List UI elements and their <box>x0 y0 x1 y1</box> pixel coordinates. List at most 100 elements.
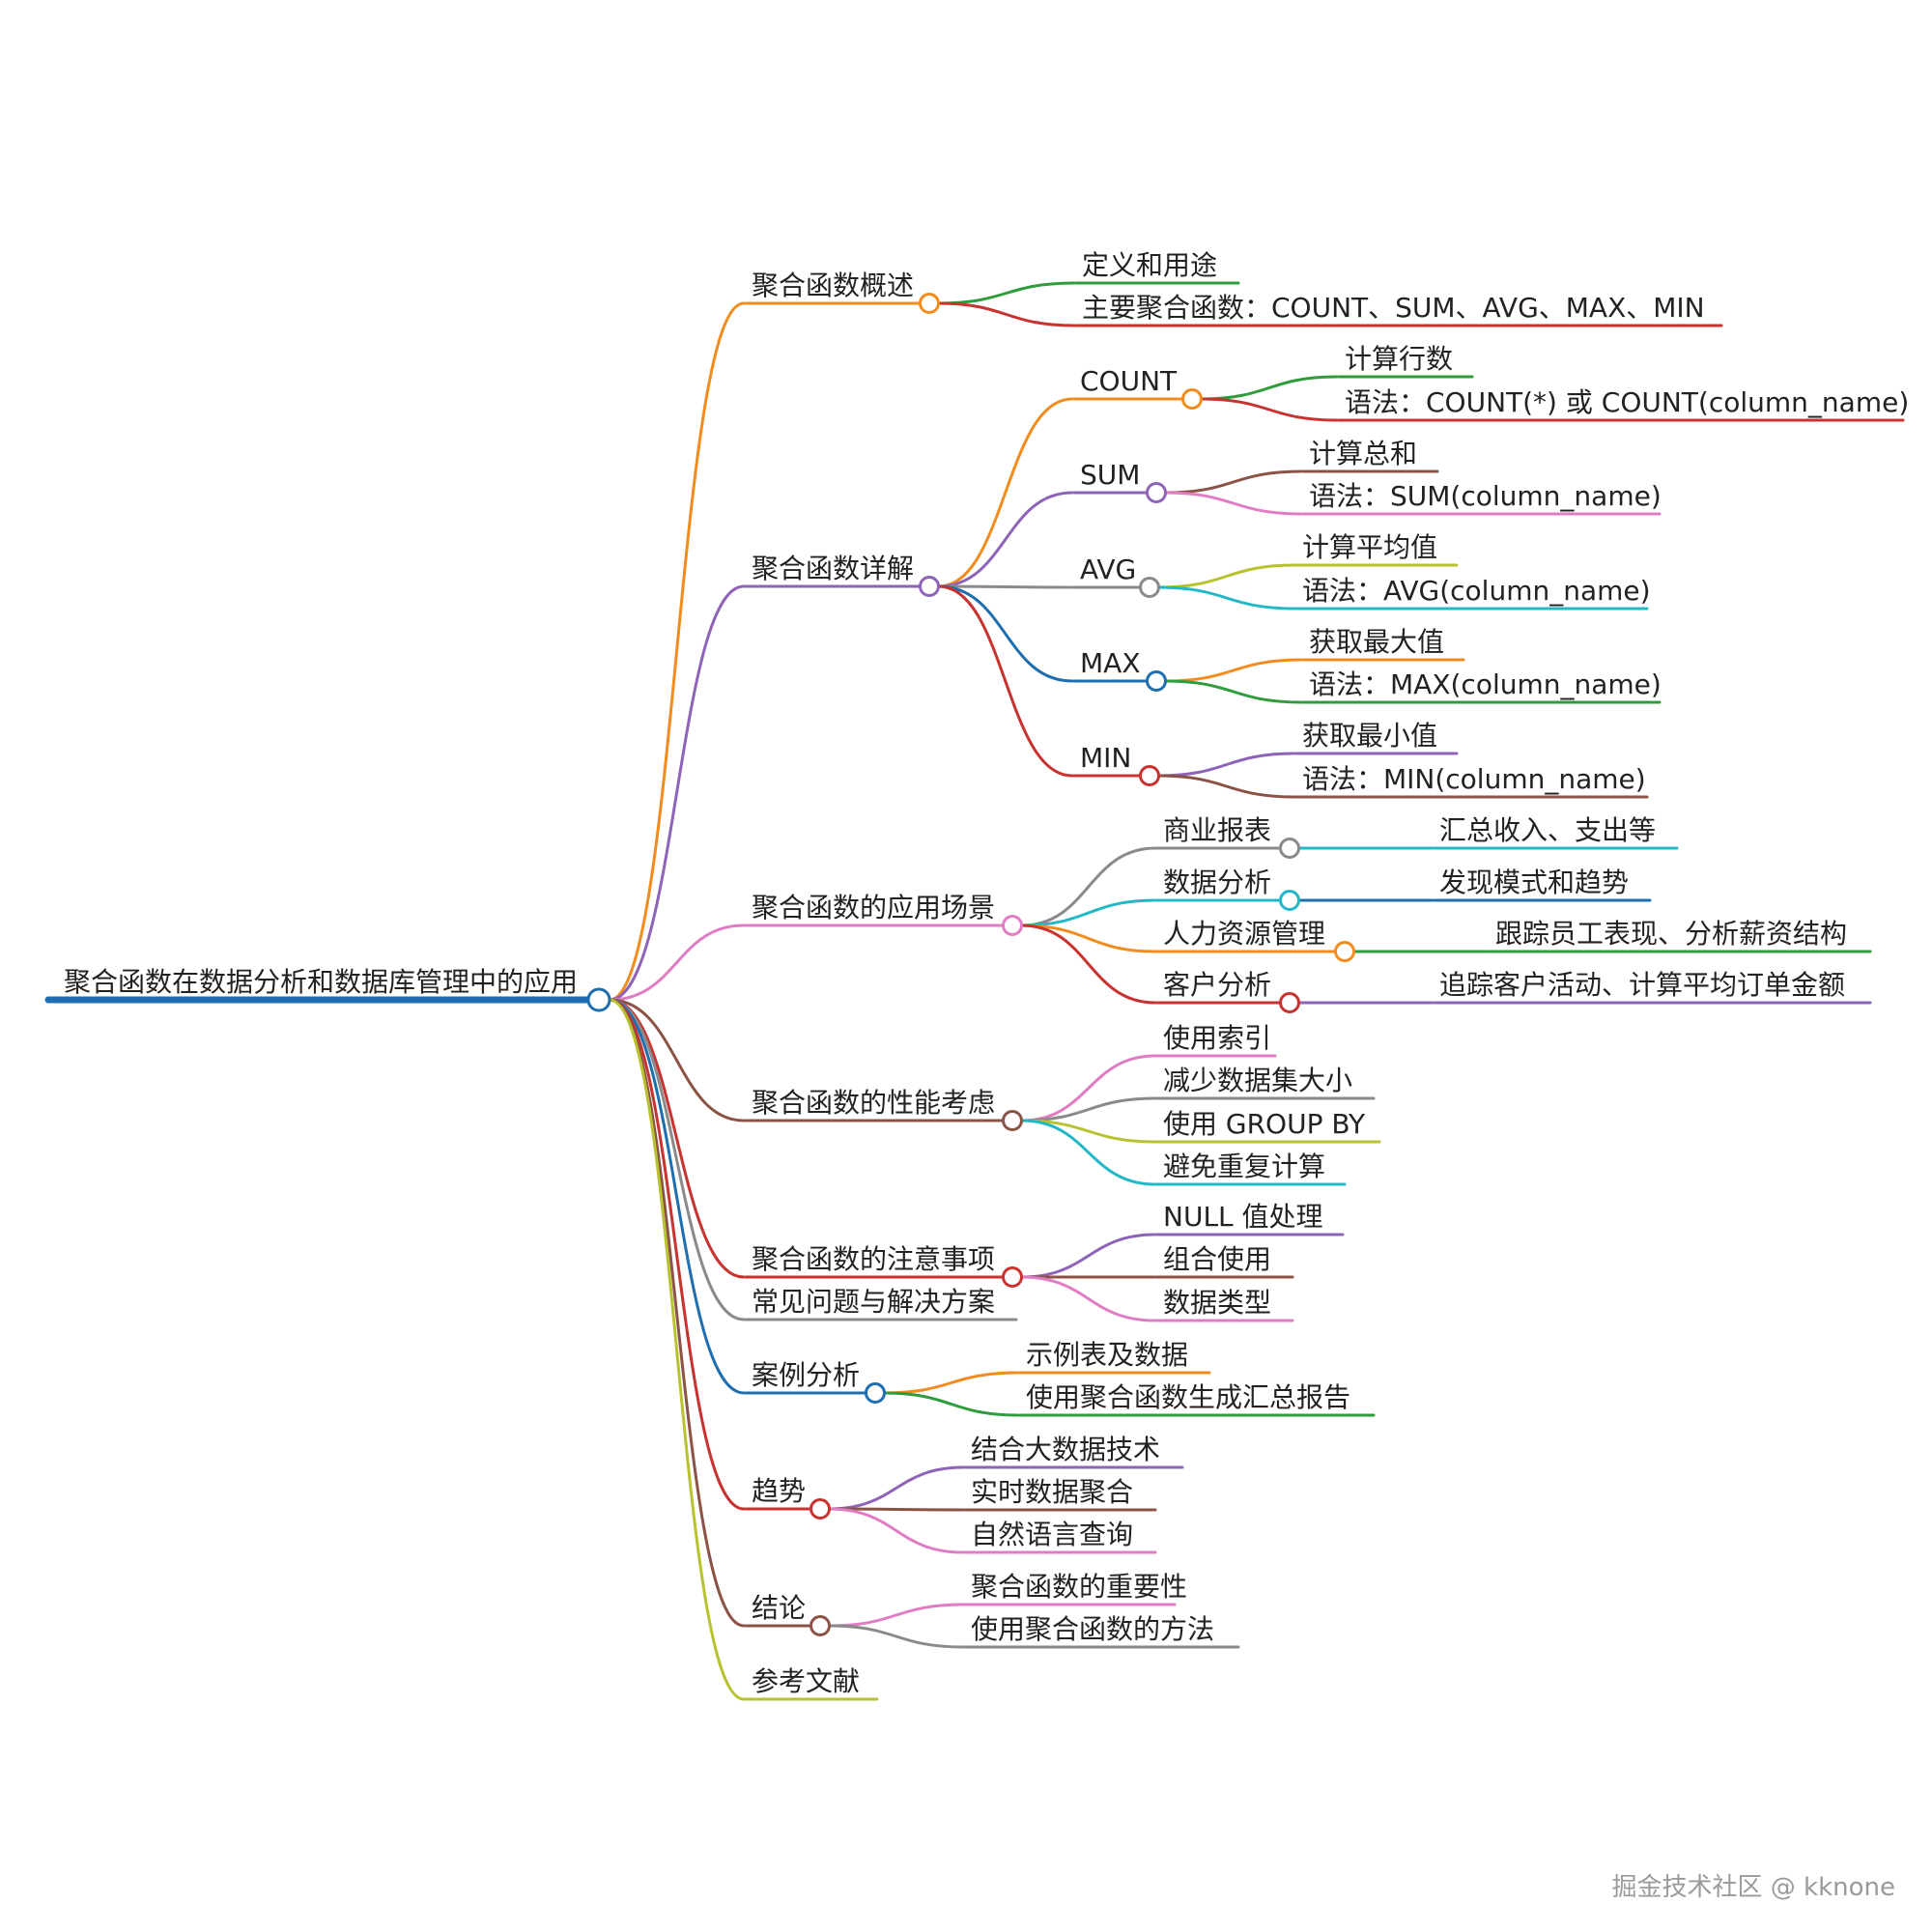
mindmap-nodes: 聚合函数在数据分析和数据库管理中的应用 聚合函数概述 定义和用途主要聚合函数：COU… <box>64 249 1909 1697</box>
connector-root-branch-6 <box>608 998 746 1395</box>
branch-1-child-2-leaf-1-label[interactable]: 语法：AVG(column_name) <box>1302 575 1651 607</box>
connector-root-branch-3 <box>608 998 746 1122</box>
branch-1-child-2-label[interactable]: AVG <box>1080 554 1136 585</box>
branch-2-child-0-toggle-icon[interactable] <box>1279 838 1300 859</box>
branch-2-label[interactable]: 聚合函数的应用场景 <box>752 892 995 923</box>
connector-branch-1-child-1-leaf-1 <box>1164 491 1303 516</box>
branch-4-child-0-label[interactable]: NULL 值处理 <box>1163 1201 1323 1233</box>
connector-branch-1-child-4 <box>937 584 1074 778</box>
connector-branch-8-child-1 <box>828 1624 965 1649</box>
branch-1-child-3-toggle-icon[interactable] <box>1146 670 1167 692</box>
branch-8-child-0-label[interactable]: 聚合函数的重要性 <box>971 1571 1187 1603</box>
branch-3-toggle-icon[interactable] <box>1002 1110 1023 1131</box>
branch-3-child-1-label[interactable]: 减少数据集大小 <box>1163 1065 1352 1096</box>
connector-root-branch-4 <box>608 998 746 1279</box>
root-node-label[interactable]: 聚合函数在数据分析和数据库管理中的应用 <box>64 966 578 998</box>
branch-3-child-2-label[interactable]: 使用 GROUP BY <box>1163 1108 1366 1140</box>
branch-3-child-0-label[interactable]: 使用索引 <box>1163 1022 1271 1054</box>
connector-root-branch-1 <box>608 584 746 1002</box>
branch-1-child-1-toggle-icon[interactable] <box>1146 482 1167 503</box>
connector-branch-0-child-1 <box>937 301 1076 327</box>
connector-branch-1-child-1-leaf-0 <box>1164 469 1303 495</box>
branch-1-child-4-leaf-0-label[interactable]: 获取最小值 <box>1302 720 1437 752</box>
branch-3-label[interactable]: 聚合函数的性能考虑 <box>752 1087 995 1119</box>
branch-2-child-1-label[interactable]: 数据分析 <box>1163 867 1271 898</box>
connector-branch-6-child-1 <box>883 1391 1020 1417</box>
branch-6-label[interactable]: 案例分析 <box>752 1359 860 1391</box>
branch-5-label[interactable]: 常见问题与解决方案 <box>752 1286 995 1318</box>
connector-branch-1-child-1 <box>937 491 1074 588</box>
branch-7-child-2-label[interactable]: 自然语言查询 <box>971 1519 1133 1550</box>
connector-branch-1-child-4-leaf-0 <box>1157 752 1296 778</box>
connector-root-branch-8 <box>608 998 746 1628</box>
connector-root-branch-2 <box>608 923 746 1002</box>
branch-4-label[interactable]: 聚合函数的注意事项 <box>752 1243 995 1275</box>
branch-6-toggle-icon[interactable] <box>865 1382 886 1404</box>
connector-branch-6-child-0 <box>883 1371 1020 1395</box>
branch-7-label[interactable]: 趋势 <box>752 1475 806 1507</box>
branch-2-child-1-leaf-0-label[interactable]: 发现模式和趋势 <box>1439 867 1629 898</box>
branch-1-child-0-leaf-1-label[interactable]: 语法：COUNT(*) 或 COUNT(column_name) <box>1345 386 1909 418</box>
branch-1-label[interactable]: 聚合函数详解 <box>752 553 914 584</box>
branch-8-toggle-icon[interactable] <box>810 1615 831 1636</box>
branch-7-child-0-label[interactable]: 结合大数据技术 <box>971 1434 1160 1465</box>
branch-1-child-3-label[interactable]: MAX <box>1080 647 1141 679</box>
branch-2-child-3-leaf-0-label[interactable]: 追踪客户活动、计算平均订单金额 <box>1439 969 1845 1001</box>
branch-2-child-0-label[interactable]: 商业报表 <box>1163 814 1271 846</box>
branch-0-child-0-label[interactable]: 定义和用途 <box>1082 249 1217 281</box>
connector-root-branch-0 <box>608 301 746 1002</box>
connector-branch-3-child-1 <box>1020 1096 1157 1122</box>
branch-1-child-1-label[interactable]: SUM <box>1080 459 1140 491</box>
branch-4-toggle-icon[interactable] <box>1002 1266 1023 1288</box>
branch-7-child-1-label[interactable]: 实时数据聚合 <box>971 1476 1133 1508</box>
branch-1-child-2-leaf-0-label[interactable]: 计算平均值 <box>1302 531 1437 563</box>
connector-root-branch-5 <box>608 998 746 1321</box>
branch-1-child-4-label[interactable]: MIN <box>1080 742 1131 774</box>
branch-1-child-1-leaf-1-label[interactable]: 语法：SUM(column_name) <box>1309 480 1662 512</box>
branch-1-child-2-toggle-icon[interactable] <box>1139 577 1160 598</box>
connector-branch-1-child-3 <box>937 584 1074 683</box>
branch-3-child-3-label[interactable]: 避免重复计算 <box>1163 1151 1325 1182</box>
connector-branch-4-child-0 <box>1020 1233 1157 1279</box>
branch-2-child-2-toggle-icon[interactable] <box>1334 941 1355 962</box>
branch-1-toggle-icon[interactable] <box>919 576 940 597</box>
connector-branch-1-child-0-leaf-1 <box>1200 397 1339 422</box>
connector-branch-1-child-0 <box>937 397 1074 588</box>
branch-4-child-1-label[interactable]: 组合使用 <box>1163 1243 1271 1275</box>
branch-2-child-1-toggle-icon[interactable] <box>1279 890 1300 911</box>
branch-1-child-0-leaf-0-label[interactable]: 计算行数 <box>1345 343 1453 375</box>
branch-1-child-4-leaf-1-label[interactable]: 语法：MIN(column_name) <box>1302 763 1646 795</box>
connector-branch-1-child-3-leaf-1 <box>1164 679 1303 704</box>
branch-6-child-0-label[interactable]: 示例表及数据 <box>1026 1339 1188 1371</box>
branch-2-child-3-toggle-icon[interactable] <box>1279 992 1300 1013</box>
branch-2-child-2-label[interactable]: 人力资源管理 <box>1163 918 1325 950</box>
branch-0-child-1-label[interactable]: 主要聚合函数：COUNT、SUM、AVG、MAX、MIN <box>1082 292 1705 324</box>
branch-8-child-1-label[interactable]: 使用聚合函数的方法 <box>971 1613 1214 1645</box>
connector-branch-0-child-0 <box>937 281 1076 305</box>
branch-7-toggle-icon[interactable] <box>810 1498 831 1520</box>
connector-branch-3-child-0 <box>1020 1054 1157 1122</box>
connector-branch-2-child-0 <box>1020 846 1157 927</box>
branch-0-label[interactable]: 聚合函数概述 <box>752 270 914 301</box>
branch-1-child-1-leaf-0-label[interactable]: 计算总和 <box>1309 438 1417 469</box>
branch-1-child-4-toggle-icon[interactable] <box>1139 765 1160 786</box>
branch-2-child-3-label[interactable]: 客户分析 <box>1163 969 1271 1001</box>
branch-1-child-0-label[interactable]: COUNT <box>1080 365 1178 397</box>
branch-9-label[interactable]: 参考文献 <box>752 1665 860 1697</box>
branch-2-toggle-icon[interactable] <box>1002 915 1023 936</box>
branch-2-child-0-leaf-0-label[interactable]: 汇总收入、支出等 <box>1439 814 1656 846</box>
connector-branch-2-child-2 <box>1020 923 1157 953</box>
branch-1-child-3-leaf-1-label[interactable]: 语法：MAX(column_name) <box>1309 668 1662 700</box>
branch-0-toggle-icon[interactable] <box>919 293 940 314</box>
branch-8-label[interactable]: 结论 <box>752 1592 806 1624</box>
branch-4-child-2-label[interactable]: 数据类型 <box>1163 1287 1271 1319</box>
connector-branch-1-child-2-leaf-1 <box>1157 585 1296 611</box>
connector-branch-2-child-3 <box>1020 923 1157 1005</box>
branch-1-child-0-toggle-icon[interactable] <box>1181 388 1203 410</box>
branch-6-child-1-label[interactable]: 使用聚合函数生成汇总报告 <box>1026 1381 1350 1413</box>
branch-2-child-2-leaf-0-label[interactable]: 跟踪员工表现、分析薪资结构 <box>1495 918 1847 950</box>
connector-root-branch-9 <box>608 998 746 1701</box>
branch-1-child-3-leaf-0-label[interactable]: 获取最大值 <box>1309 626 1444 658</box>
root-node-toggle-icon[interactable] <box>586 987 611 1012</box>
